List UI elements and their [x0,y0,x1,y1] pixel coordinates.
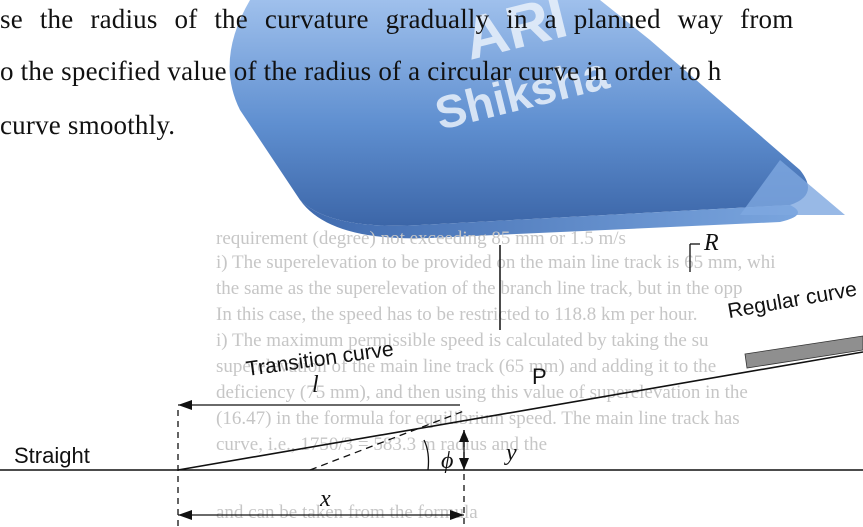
transition-curve-line [177,351,863,471]
background-text-line: and can be taken from the formula [216,502,478,523]
background-text-line: superelevation of the main line track (6… [216,356,717,377]
paragraph-line-3: curve smoothly. [0,110,176,140]
background-text-line: In this case, the speed has to be restri… [216,304,698,325]
label-phi: ϕ [441,448,454,474]
label-straight: Straight [14,443,90,468]
label-R: R [704,230,719,256]
background-text-line: requirement (degree) not exceeding 85 mm… [216,228,626,249]
label-y: y [506,440,517,466]
tangent-dashed-line [309,410,465,471]
label-l: l [312,372,319,398]
regular-curve-bar [744,335,863,369]
background-text-line: i) The superelevation to be provided on … [216,252,776,273]
paragraph-line-1: se the radius of the curvature gradually… [0,4,794,34]
label-x: x [320,486,331,512]
label-P: P [532,364,547,389]
paragraph-line-2: o the specified value of the radius of a… [0,56,722,86]
background-text-line: i) The maximum permissible speed is calc… [216,330,709,351]
background-text-line: deficiency (75 mm), and then using this … [216,382,748,403]
phi-arc [423,439,430,471]
background-text-line: the same as the superelevation of the br… [216,278,743,299]
